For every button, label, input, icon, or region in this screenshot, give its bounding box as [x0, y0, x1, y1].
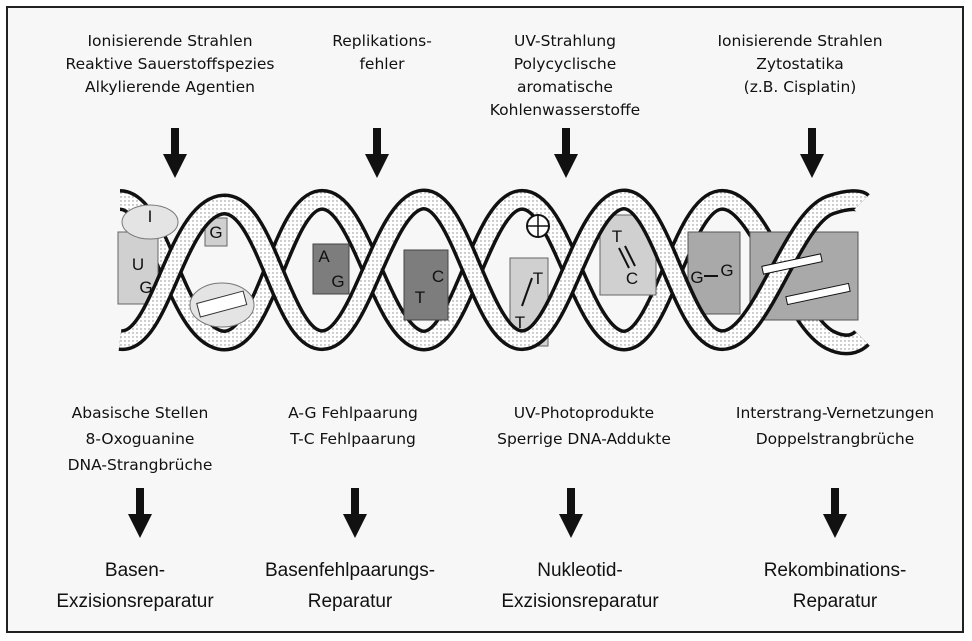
damage-line: Abasische Stellen	[35, 400, 245, 426]
base-label: T	[533, 269, 543, 288]
damage-line: 8-Oxoguanine	[35, 426, 245, 452]
repair-mmr: Basenfehlpaarungs- Reparatur	[225, 555, 475, 617]
repair-line: Exzisionsreparatur	[455, 586, 705, 617]
base-label: G	[690, 268, 703, 287]
damage-line: Doppelstrangbrüche	[708, 426, 962, 452]
damage-mmr: A-G Fehlpaarung T-C Fehlpaarung	[248, 400, 458, 452]
repair-line: Basen-	[10, 555, 260, 586]
base-label: C	[626, 269, 638, 288]
down-arrow-icon	[559, 488, 583, 538]
down-arrow-icon	[343, 488, 367, 538]
damage-line: T-C Fehlpaarung	[248, 426, 458, 452]
repair-line: Nukleotid-	[455, 555, 705, 586]
repair-ner: Nukleotid- Exzisionsreparatur	[455, 555, 705, 617]
repair-line: Reparatur	[710, 586, 960, 617]
damage-line: Interstrang-Vernetzungen	[708, 400, 962, 426]
down-arrow-icon	[128, 488, 152, 538]
base-label: A	[318, 247, 330, 266]
damage-line: DNA-Strangbrüche	[35, 452, 245, 478]
base-label: I	[148, 207, 153, 226]
base-label: U	[132, 255, 144, 274]
damage-line: UV-Photoprodukte	[464, 400, 704, 426]
down-arrow-icon	[823, 488, 847, 538]
base-label: G	[209, 223, 222, 242]
base-label: G	[720, 261, 733, 280]
base-label: T	[415, 288, 425, 307]
repair-ber: Basen- Exzisionsreparatur	[10, 555, 260, 617]
damage-line: A-G Fehlpaarung	[248, 400, 458, 426]
damage-line: Sperrige DNA-Addukte	[464, 426, 704, 452]
repair-line: Basenfehlpaarungs-	[225, 555, 475, 586]
base-label: C	[432, 267, 444, 286]
base-label: G	[331, 272, 344, 291]
damage-hr: Interstrang-Vernetzungen Doppelstrangbrü…	[708, 400, 962, 452]
repair-line: Exzisionsreparatur	[10, 586, 260, 617]
damage-ber: Abasische Stellen 8-Oxoguanine DNA-Stran…	[35, 400, 245, 478]
repair-line: Reparatur	[225, 586, 475, 617]
repair-hr: Rekombinations- Reparatur	[710, 555, 960, 617]
repair-line: Rekombinations-	[710, 555, 960, 586]
base-label: T	[515, 313, 525, 332]
damage-ner: UV-Photoprodukte Sperrige DNA-Addukte	[464, 400, 704, 452]
base-label: G	[139, 278, 152, 297]
base-label: T	[612, 227, 622, 246]
